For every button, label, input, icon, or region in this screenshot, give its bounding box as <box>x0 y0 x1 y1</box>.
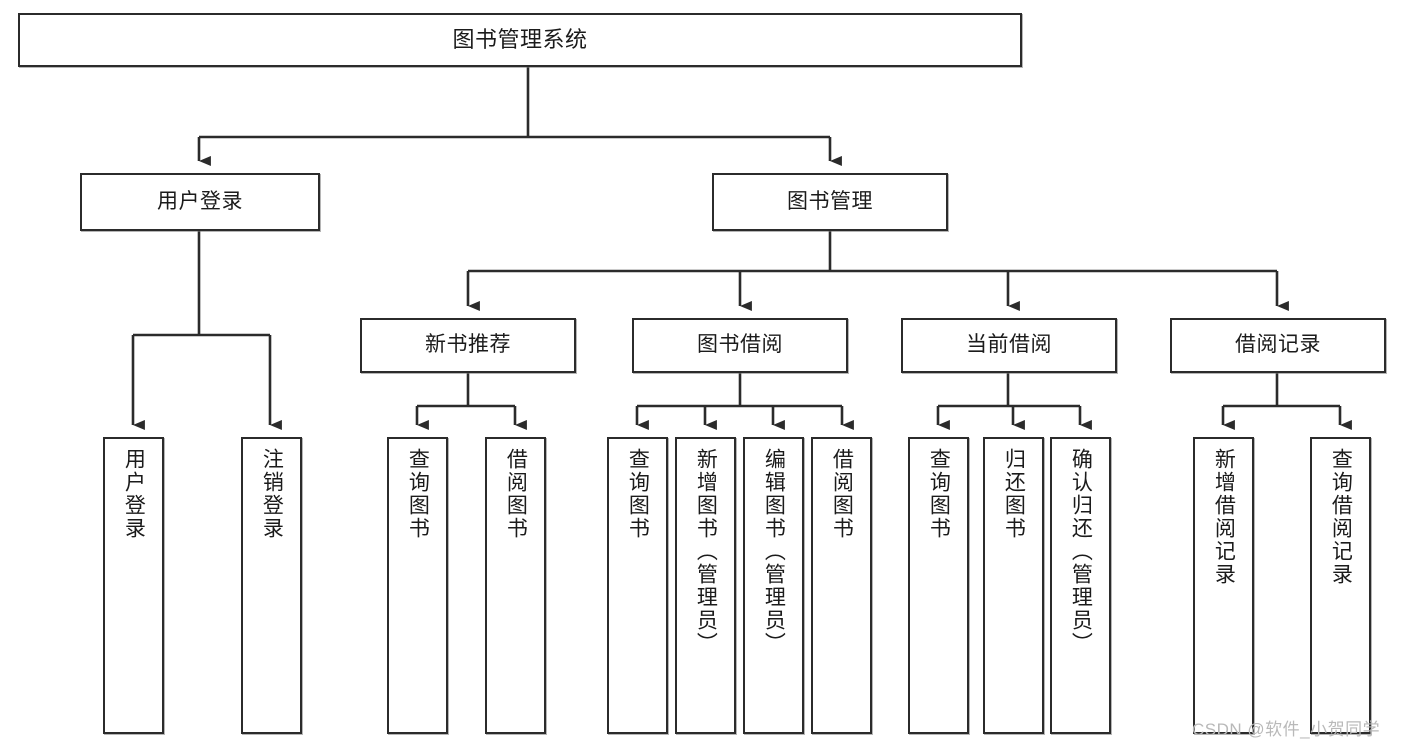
node-leaf-logout[interactable]: 注销登录 <box>241 437 302 734</box>
node-leaf-query-book-1-label: 查询图书 <box>406 448 430 540</box>
node-leaf-query-book-3[interactable]: 查询图书 <box>908 437 969 734</box>
node-leaf-logout-label: 注销登录 <box>260 448 284 540</box>
node-leaf-query-record-label: 查询借阅记录 <box>1329 448 1353 586</box>
node-book-manage-label: 图书管理 <box>787 189 873 213</box>
node-leaf-query-book-1[interactable]: 查询图书 <box>387 437 448 734</box>
node-leaf-borrow-book-1[interactable]: 借阅图书 <box>485 437 546 734</box>
node-leaf-add-book-label: 新增图书（管理员） <box>694 448 718 655</box>
node-leaf-add-record[interactable]: 新增借阅记录 <box>1193 437 1254 734</box>
node-leaf-confirm-return-label: 确认归还（管理员） <box>1069 448 1093 655</box>
node-leaf-return-book-label: 归还图书 <box>1002 448 1026 540</box>
node-leaf-return-book[interactable]: 归还图书 <box>983 437 1044 734</box>
node-book-manage[interactable]: 图书管理 <box>712 173 948 231</box>
node-new-book-recommend[interactable]: 新书推荐 <box>360 318 576 373</box>
node-leaf-query-record[interactable]: 查询借阅记录 <box>1310 437 1371 734</box>
node-leaf-borrow-book-2[interactable]: 借阅图书 <box>811 437 872 734</box>
node-user-login-label: 用户登录 <box>157 189 243 213</box>
node-leaf-confirm-return[interactable]: 确认归还（管理员） <box>1050 437 1111 734</box>
node-root[interactable]: 图书管理系统 <box>18 13 1022 67</box>
node-leaf-edit-book[interactable]: 编辑图书（管理员） <box>743 437 804 734</box>
csdn-watermark: CSDN @软件_小贺同学 <box>1192 720 1381 739</box>
node-leaf-query-book-2-label: 查询图书 <box>626 448 650 540</box>
node-leaf-login-label: 用户登录 <box>122 448 146 540</box>
node-leaf-borrow-book-2-label: 借阅图书 <box>830 448 854 540</box>
node-book-borrow[interactable]: 图书借阅 <box>632 318 848 373</box>
node-user-login[interactable]: 用户登录 <box>80 173 320 231</box>
node-leaf-add-book[interactable]: 新增图书（管理员） <box>675 437 736 734</box>
node-new-book-recommend-label: 新书推荐 <box>425 333 511 357</box>
node-book-borrow-label: 图书借阅 <box>697 333 783 357</box>
node-leaf-edit-book-label: 编辑图书（管理员） <box>762 448 786 655</box>
node-leaf-borrow-book-1-label: 借阅图书 <box>504 448 528 540</box>
node-current-borrow[interactable]: 当前借阅 <box>901 318 1117 373</box>
node-borrow-record-label: 借阅记录 <box>1235 333 1321 357</box>
node-leaf-query-book-3-label: 查询图书 <box>927 448 951 540</box>
node-current-borrow-label: 当前借阅 <box>966 333 1052 357</box>
node-root-label: 图书管理系统 <box>452 27 588 53</box>
node-borrow-record[interactable]: 借阅记录 <box>1170 318 1386 373</box>
node-leaf-add-record-label: 新增借阅记录 <box>1212 448 1236 586</box>
node-leaf-query-book-2[interactable]: 查询图书 <box>607 437 668 734</box>
node-leaf-login[interactable]: 用户登录 <box>103 437 164 734</box>
